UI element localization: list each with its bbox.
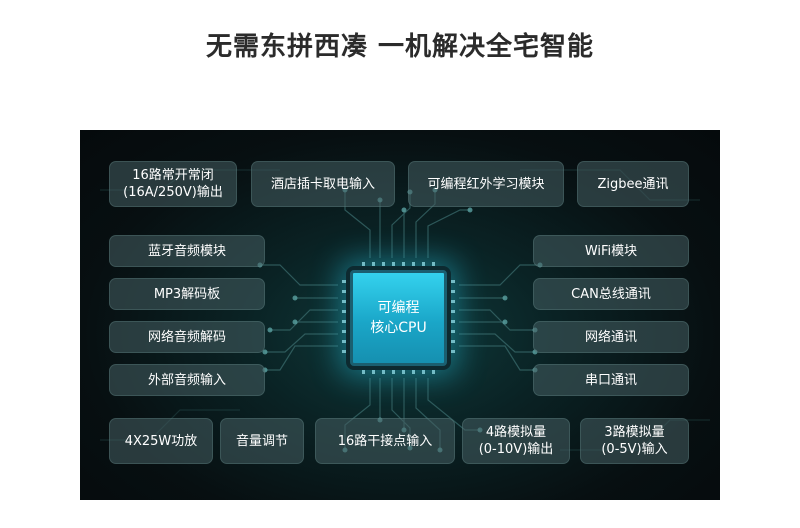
cpu-chip: 可编程 核心CPU	[350, 270, 447, 366]
module-serial-comm: 串口通讯	[533, 364, 689, 396]
module-analog-4ch: 4路模拟量 (0-10V)输出	[462, 418, 570, 464]
feature-diagram: 可编程 核心CPU 16路常开常闭 (16A/250V)输出 酒店插卡取电输入 …	[80, 130, 720, 500]
module-dry-contact: 16路干接点输入	[315, 418, 455, 464]
page-title: 无需东拼西凑 一机解决全宅智能	[205, 32, 595, 62]
module-external-audio: 外部音频输入	[109, 364, 265, 396]
module-relay-output: 16路常开常闭 (16A/250V)输出	[109, 161, 237, 207]
module-analog-3ch: 3路模拟量 (0-5V)输入	[580, 418, 689, 464]
module-bluetooth-audio: 蓝牙音频模块	[109, 235, 265, 267]
module-network-comm: 网络通讯	[533, 321, 689, 353]
module-mp3-board: MP3解码板	[109, 278, 265, 310]
module-volume: 音量调节	[220, 418, 304, 464]
module-network-audio: 网络音频解码	[109, 321, 265, 353]
module-amplifier: 4X25W功放	[109, 418, 213, 464]
module-zigbee: Zigbee通讯	[577, 161, 689, 207]
module-ir-learning: 可编程红外学习模块	[408, 161, 564, 207]
module-wifi: WiFi模块	[533, 235, 689, 267]
module-can-bus: CAN总线通讯	[533, 278, 689, 310]
module-hotel-card-input: 酒店插卡取电输入	[251, 161, 395, 207]
